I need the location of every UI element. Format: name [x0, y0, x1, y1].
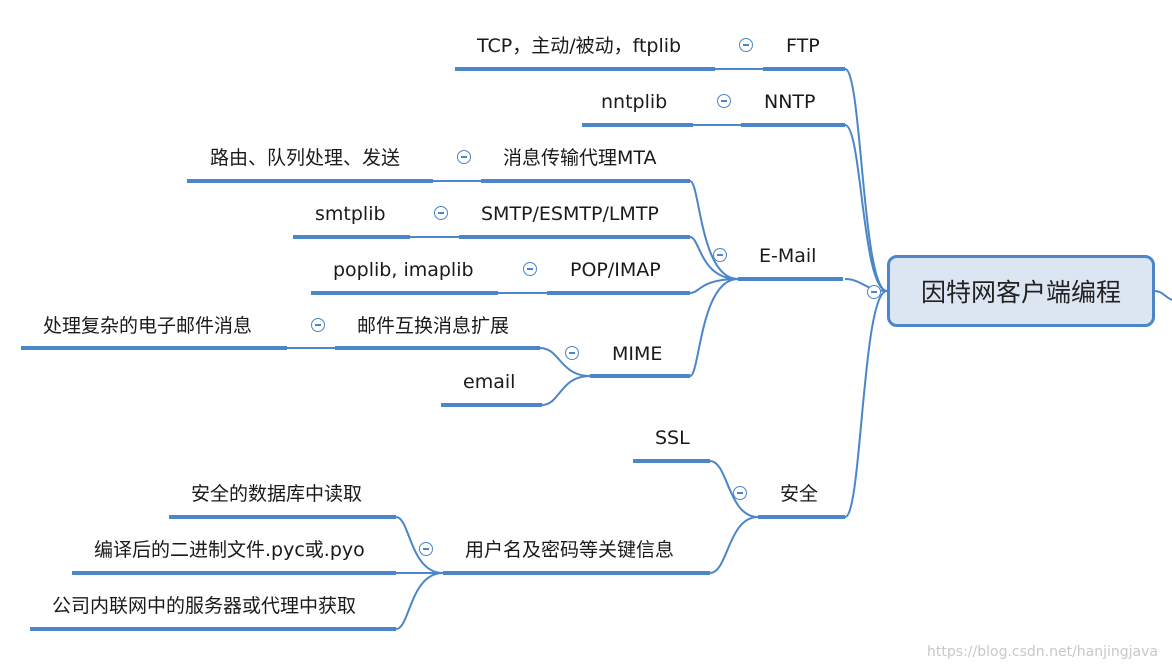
- node-mime-ext-detail-label[interactable]: 处理复杂的电子邮件消息: [43, 315, 253, 337]
- security-collapse-toggle-icon[interactable]: [733, 486, 747, 500]
- node-smtp-underline: [459, 235, 690, 239]
- nntp-collapse-toggle-icon[interactable]: [717, 94, 731, 108]
- node-nntp-underline: [741, 123, 845, 127]
- node-email-lib-underline: [441, 403, 542, 407]
- node-poplib-label[interactable]: poplib, imaplib: [333, 259, 474, 281]
- node-ssl-label[interactable]: SSL: [655, 427, 690, 449]
- smtp-collapse-toggle-icon[interactable]: [434, 206, 448, 220]
- node-poplib-underline: [311, 291, 498, 295]
- node-mta-label[interactable]: 消息传输代理MTA: [503, 147, 657, 169]
- node-security-underline: [758, 515, 845, 519]
- mime-ext-collapse-toggle-icon[interactable]: [311, 318, 325, 332]
- node-mta-detail-underline: [187, 179, 433, 183]
- node-creds-child-underline: [30, 627, 396, 631]
- mta-collapse-toggle-icon[interactable]: [457, 150, 471, 164]
- email-collapse-toggle-icon[interactable]: [713, 248, 727, 262]
- node-nntp-label[interactable]: NNTP: [764, 91, 816, 113]
- root-collapse-toggle-icon[interactable]: [867, 285, 881, 299]
- node-mime-label[interactable]: MIME: [612, 343, 663, 365]
- root-node[interactable]: 因特网客户端编程: [887, 255, 1155, 327]
- creds-collapse-toggle-icon[interactable]: [419, 542, 433, 556]
- node-email-label[interactable]: E-Mail: [759, 245, 817, 267]
- root-label: 因特网客户端编程: [920, 278, 1121, 307]
- watermark: https://blog.csdn.net/hanjingjava: [927, 644, 1158, 660]
- node-nntplib-label[interactable]: nntplib: [601, 91, 668, 113]
- node-creds-child-underline: [72, 571, 396, 575]
- node-creds-label[interactable]: 用户名及密码等关键信息: [465, 539, 675, 561]
- ftp-collapse-toggle-icon[interactable]: [739, 38, 753, 52]
- node-mime-ext-label[interactable]: 邮件互换消息扩展: [357, 315, 510, 337]
- node-creds-child-label[interactable]: 公司内联网中的服务器或代理中获取: [52, 595, 357, 617]
- node-mta-underline: [481, 179, 690, 183]
- node-pop-label[interactable]: POP/IMAP: [570, 259, 661, 281]
- node-security-label[interactable]: 安全: [780, 483, 819, 505]
- node-mime-ext-underline: [335, 346, 540, 350]
- node-nntplib-underline: [582, 123, 693, 127]
- node-pop-underline: [547, 291, 690, 295]
- node-ssl-underline: [633, 459, 710, 463]
- node-ftp-underline: [763, 67, 845, 71]
- node-ftp-detail-underline: [455, 67, 715, 71]
- node-creds-child-label[interactable]: 编译后的二进制文件.pyc或.pyo: [94, 539, 365, 561]
- node-mime-underline: [590, 374, 690, 378]
- pop-collapse-toggle-icon[interactable]: [523, 262, 537, 276]
- node-ftp-detail-label[interactable]: TCP，主动/被动，ftplib: [477, 35, 682, 57]
- mime-collapse-toggle-icon[interactable]: [565, 346, 579, 360]
- node-email-underline: [738, 277, 843, 281]
- node-creds-underline: [443, 571, 710, 575]
- node-email-lib-label[interactable]: email: [463, 371, 516, 393]
- node-creds-child-label[interactable]: 安全的数据库中读取: [191, 483, 363, 505]
- node-mta-detail-label[interactable]: 路由、队列处理、发送: [210, 147, 401, 169]
- node-mime-ext-detail-underline: [21, 346, 287, 350]
- node-ftp-label[interactable]: FTP: [786, 35, 820, 57]
- node-smtp-label[interactable]: SMTP/ESMTP/LMTP: [481, 203, 659, 225]
- node-creds-child-underline: [169, 515, 396, 519]
- node-smtplib-label[interactable]: smtplib: [315, 203, 386, 225]
- node-smtplib-underline: [293, 235, 410, 239]
